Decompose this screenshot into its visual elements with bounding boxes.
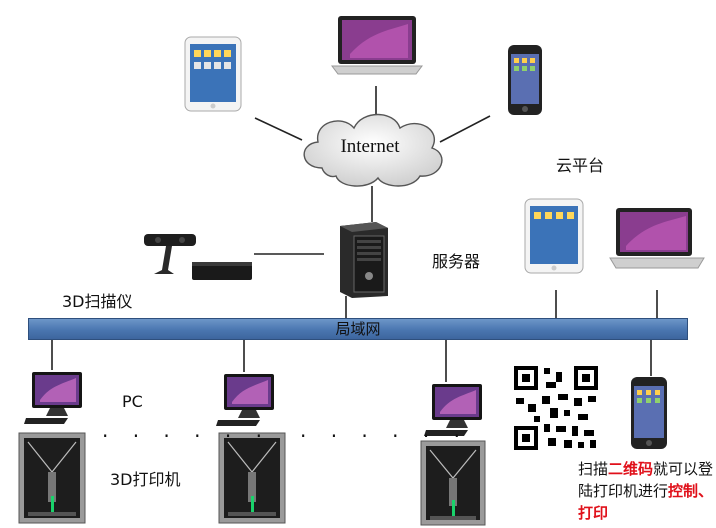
note-part1: 扫描: [578, 460, 609, 478]
ellipsis-dots: · · · · · ·: [300, 424, 469, 448]
pc-label: PC: [122, 392, 143, 411]
server-label: 服务器: [432, 252, 481, 271]
scanner-label: 3D扫描仪: [62, 292, 133, 311]
ipad-cloud-link: [254, 117, 303, 141]
internet-cloud-icon: [303, 113, 443, 187]
printer-label: 3D打印机: [110, 470, 181, 489]
server-icon: [340, 222, 388, 298]
tablet-icon: [524, 198, 584, 274]
note-qr-highlight: 二维码: [608, 460, 654, 478]
laptop-icon: [609, 208, 705, 269]
3d-printer-icon: [420, 440, 486, 526]
note-part3: 就可以登陆打印机进行: [578, 460, 714, 500]
desktop-pc-icon: [216, 374, 274, 426]
note-control-highlight: 控制、打印: [578, 482, 714, 522]
qr-instruction-text: 扫描二维码就可以登陆打印机进行控制、打印: [578, 458, 714, 524]
ellipsis-dots: · · · · · ·: [102, 424, 271, 448]
cloud-platform-label: 云平台: [556, 156, 605, 175]
lan-label: 局域网: [335, 320, 381, 338]
smartphone-icon: [631, 377, 667, 449]
cloud-label: Internet: [340, 136, 400, 157]
3d-printer-icon: [18, 432, 86, 524]
qr-code-icon: [512, 364, 600, 452]
lan-bus: 局域网: [28, 318, 688, 340]
desktop-pc-icon: [424, 384, 482, 436]
smartphone-icon: [508, 45, 542, 115]
ipad-icon: [184, 36, 242, 112]
laptop-icon: [331, 16, 423, 75]
desktop-pc-icon: [24, 372, 82, 424]
phone-cloud-link: [439, 115, 491, 143]
3d-scanner-icon: [144, 234, 252, 280]
3d-printer-icon: [218, 432, 286, 524]
